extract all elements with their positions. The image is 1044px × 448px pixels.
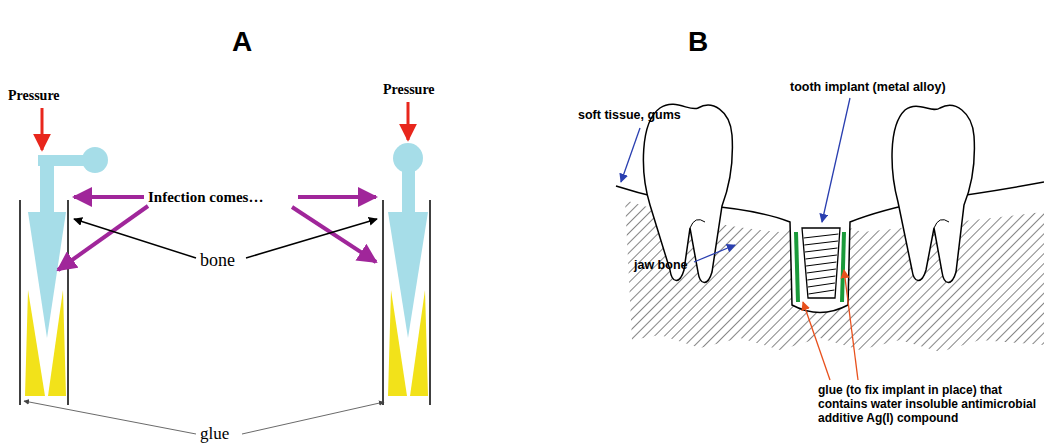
- screw-thread: [808, 290, 834, 294]
- screw-thread: [807, 269, 836, 273]
- part-label: jaw bone: [634, 258, 687, 272]
- screw-thread: [807, 276, 835, 280]
- part-label: glue: [200, 424, 229, 444]
- screw-thread: [808, 283, 835, 287]
- panel-letter: A: [232, 26, 252, 58]
- screw-thread: [804, 234, 839, 238]
- screw-thread: [804, 241, 838, 245]
- infection-arrow: [58, 197, 376, 270]
- part-label: tooth implant (metal alloy): [790, 80, 946, 94]
- screw-thread: [805, 248, 838, 252]
- part-label: soft tissue, gums: [578, 108, 681, 122]
- force-label: Pressure: [383, 82, 435, 98]
- force-label: Pressure: [8, 88, 60, 104]
- label-leader: [621, 98, 858, 380]
- panel-letter: B: [688, 26, 708, 58]
- part-label: bone: [200, 250, 235, 271]
- pressure-arrow: [42, 102, 408, 150]
- implant-right: [383, 143, 430, 405]
- implant-left: [20, 147, 108, 405]
- screw-thread: [805, 255, 836, 259]
- part-label: glue (to fix implant in place) that cont…: [818, 384, 1040, 425]
- tooth-implant: [802, 228, 840, 298]
- screw-thread: [806, 262, 836, 266]
- annotation: Infection comes…: [148, 189, 263, 206]
